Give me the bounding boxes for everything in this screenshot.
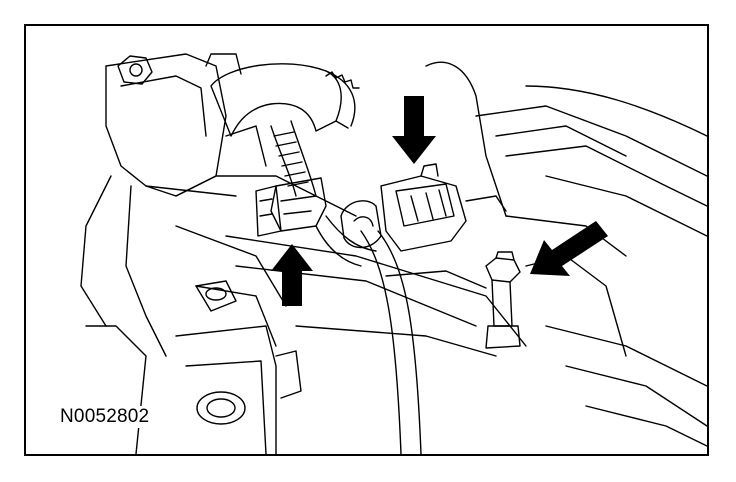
coolant-hose <box>210 63 360 137</box>
bolt-upper-left <box>117 55 153 85</box>
arrow-diagonal-indicator <box>530 221 608 276</box>
arrow-up-indicator <box>271 244 313 306</box>
arrow-down-indicator <box>392 96 436 164</box>
engine-bay-line-drawing <box>80 53 707 454</box>
mounting-panel <box>225 235 527 357</box>
engine-block-outline <box>80 53 357 454</box>
connector-right <box>380 163 507 252</box>
bolt-right <box>485 251 521 349</box>
wiring-harness-conduit <box>270 120 377 267</box>
illustration-frame: N0052802 <box>24 24 709 456</box>
connector-center <box>255 177 327 237</box>
thick-cable <box>360 230 422 454</box>
cable-clip <box>340 200 382 249</box>
bracket-lower-left <box>175 280 302 454</box>
figure-id-label: N0052802 <box>56 406 154 428</box>
intake-housing <box>425 61 707 447</box>
